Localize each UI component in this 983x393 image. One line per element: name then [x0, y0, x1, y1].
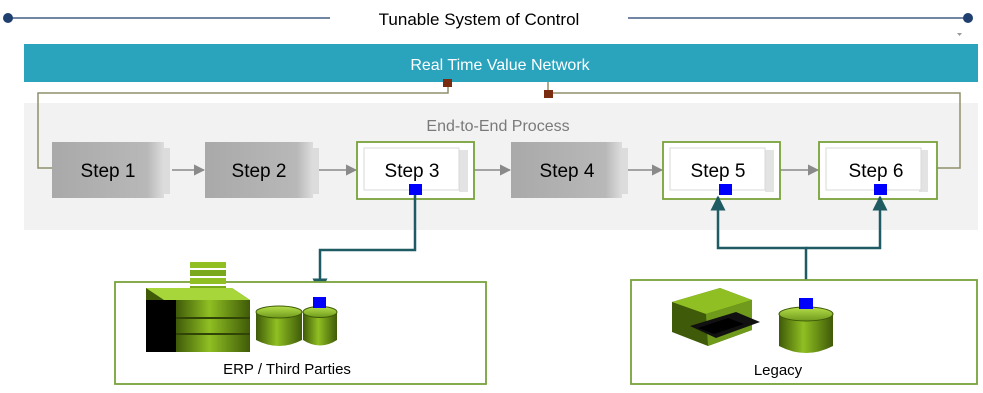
step-1[interactable]: Step 1	[52, 142, 170, 198]
erp-system-box: ERP / Third Parties	[114, 262, 487, 385]
database-icon	[778, 306, 834, 353]
step-label: Step 1	[81, 161, 136, 182]
step-label: Step 4	[540, 161, 595, 182]
step-label: Step 3	[385, 161, 440, 182]
diagram-title: Tunable System of Control	[379, 10, 580, 29]
step-4[interactable]: Step 4	[511, 142, 628, 198]
small-dropdown-mark	[957, 33, 962, 36]
legacy-label: Legacy	[754, 362, 803, 379]
feedback-loops	[37, 82, 961, 169]
step-6[interactable]: Step 6	[818, 141, 938, 200]
title-line-start-dot	[3, 13, 13, 23]
database-icon	[255, 305, 303, 346]
connectors	[312, 192, 888, 302]
step-label: Step 6	[849, 161, 904, 182]
port-erp	[313, 297, 326, 308]
title-line	[3, 13, 973, 23]
port-network-right	[544, 90, 553, 98]
erp-label: ERP / Third Parties	[223, 361, 351, 378]
step-label: Step 2	[232, 161, 287, 182]
port-step3	[409, 184, 422, 195]
network-label: Real Time Value Network	[410, 57, 590, 74]
port-step6	[874, 184, 887, 195]
step-2[interactable]: Step 2	[205, 142, 319, 198]
database-icon	[302, 306, 338, 346]
step-label: Step 5	[691, 161, 746, 182]
server-building-icon	[146, 262, 250, 352]
port-network-left	[443, 79, 452, 87]
legacy-system-box: Legacy	[630, 279, 978, 385]
printer-icon	[672, 288, 760, 346]
process-label: End-to-End Process	[426, 118, 569, 135]
port-step5	[719, 184, 732, 195]
port-legacy	[799, 298, 813, 309]
network-bar	[24, 44, 978, 82]
title-line-end-dot	[963, 13, 973, 23]
